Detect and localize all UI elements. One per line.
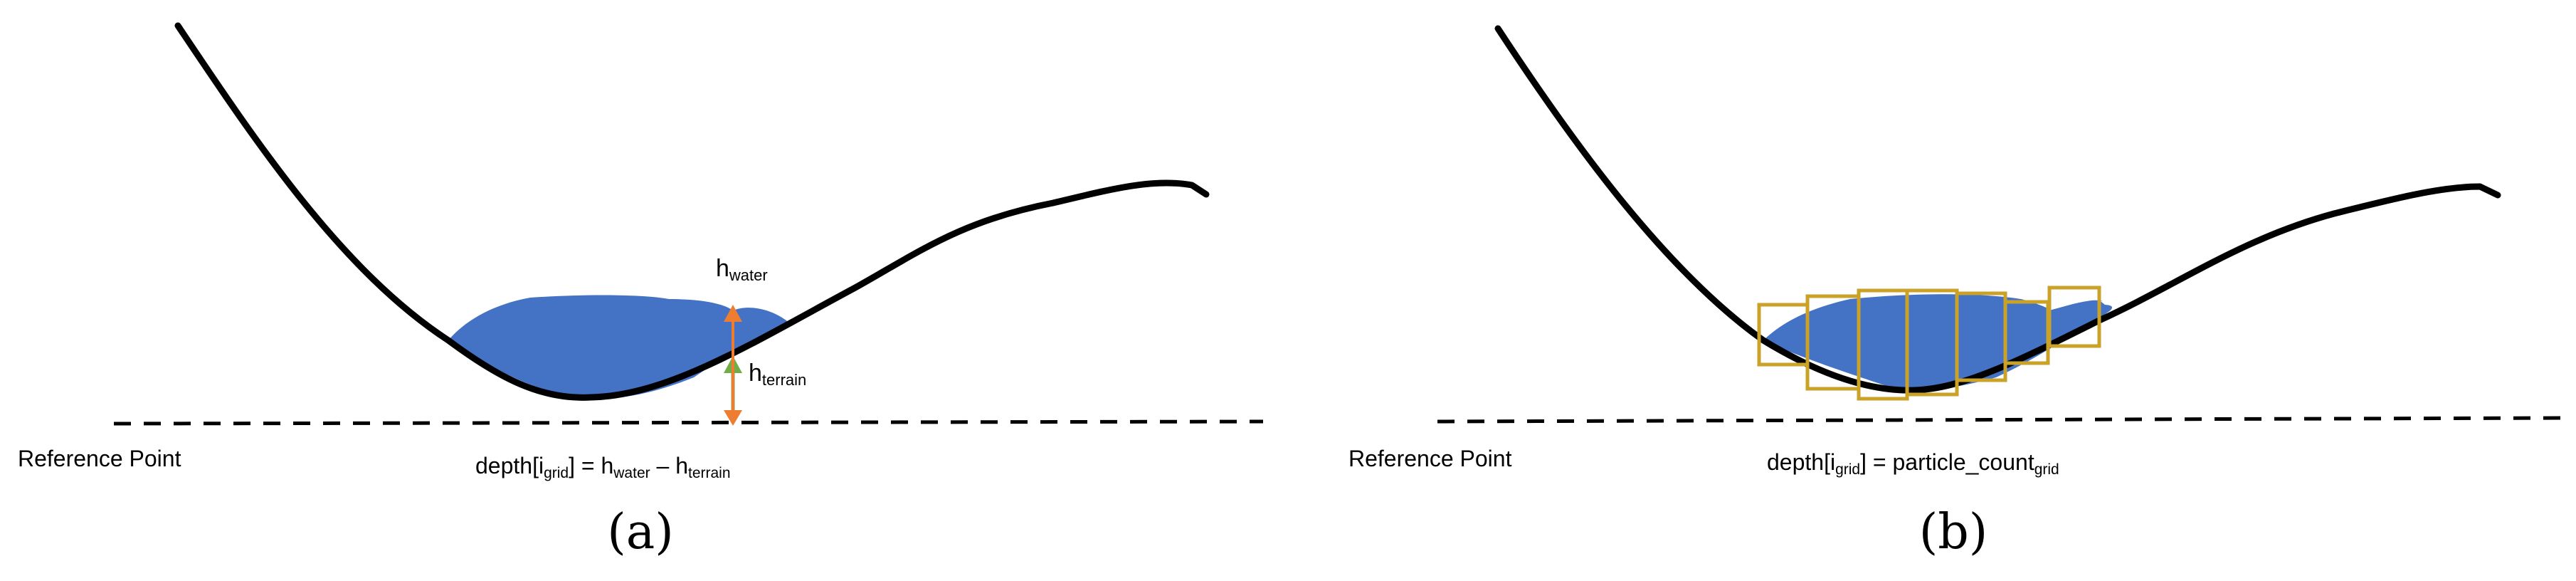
- water-body-a: [448, 295, 791, 399]
- grid-box: [2047, 286, 2101, 348]
- caption-a: (a): [607, 504, 674, 560]
- grid-boxes: [1757, 286, 2101, 401]
- formula-b: depth[igrid] = particle_countgrid: [1767, 449, 2059, 478]
- h-water-label: hwater: [716, 255, 768, 284]
- reference-point-label-b: Reference Point: [1348, 446, 1512, 471]
- reference-line-b: [1437, 416, 2566, 424]
- reference-point-label-a: Reference Point: [18, 446, 181, 471]
- caption-b: (b): [1919, 504, 1988, 560]
- h-water-arrow-tail: [724, 410, 742, 426]
- water-body-b: [1763, 294, 2113, 390]
- terrain-curve-a: [174, 22, 1210, 401]
- h-water-arrowhead: [724, 305, 742, 322]
- panel-b: Reference Point depth[igrid] = particle_…: [1348, 25, 2566, 560]
- panel-a: hwater hterrain Reference Point depth[ig…: [18, 22, 1264, 560]
- h-terrain-label: hterrain: [749, 360, 806, 389]
- formula-a: depth[igrid] = hwater – hterrain: [475, 453, 731, 481]
- reference-line-a: [113, 419, 1264, 426]
